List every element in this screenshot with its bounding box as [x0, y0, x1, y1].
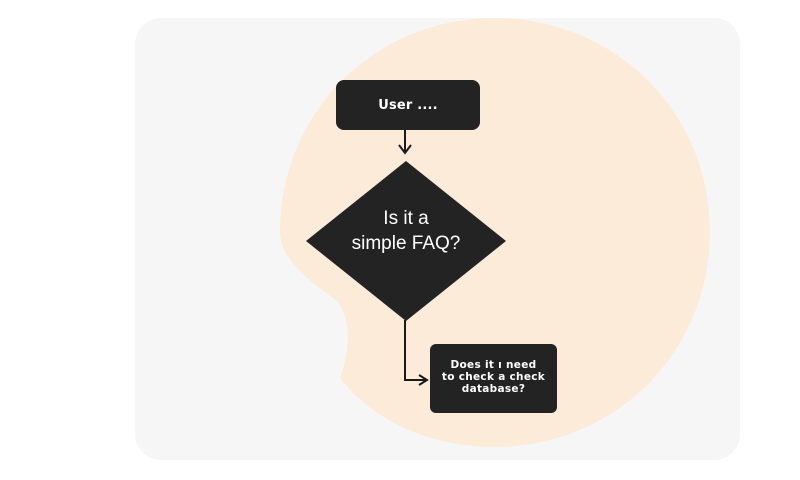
check-label-line-2: to check a check [441, 370, 546, 383]
check-label-line-3: database? [461, 382, 526, 395]
decision-label-line-1: Is it a [383, 208, 429, 229]
check-database-node[interactable]: Does it ı need to check a check database… [430, 344, 557, 413]
start-node[interactable]: User .... [336, 80, 480, 130]
decision-label-line-2: simple FAQ? [351, 233, 461, 254]
decision-node-label: Is it a simple FAQ? [330, 206, 482, 256]
decision-node[interactable] [304, 160, 508, 322]
check-label-line-1: Does it ı need [450, 358, 537, 371]
start-node-label: User .... [378, 97, 438, 113]
check-node-label: Does it ı need to check a check database… [442, 359, 545, 395]
